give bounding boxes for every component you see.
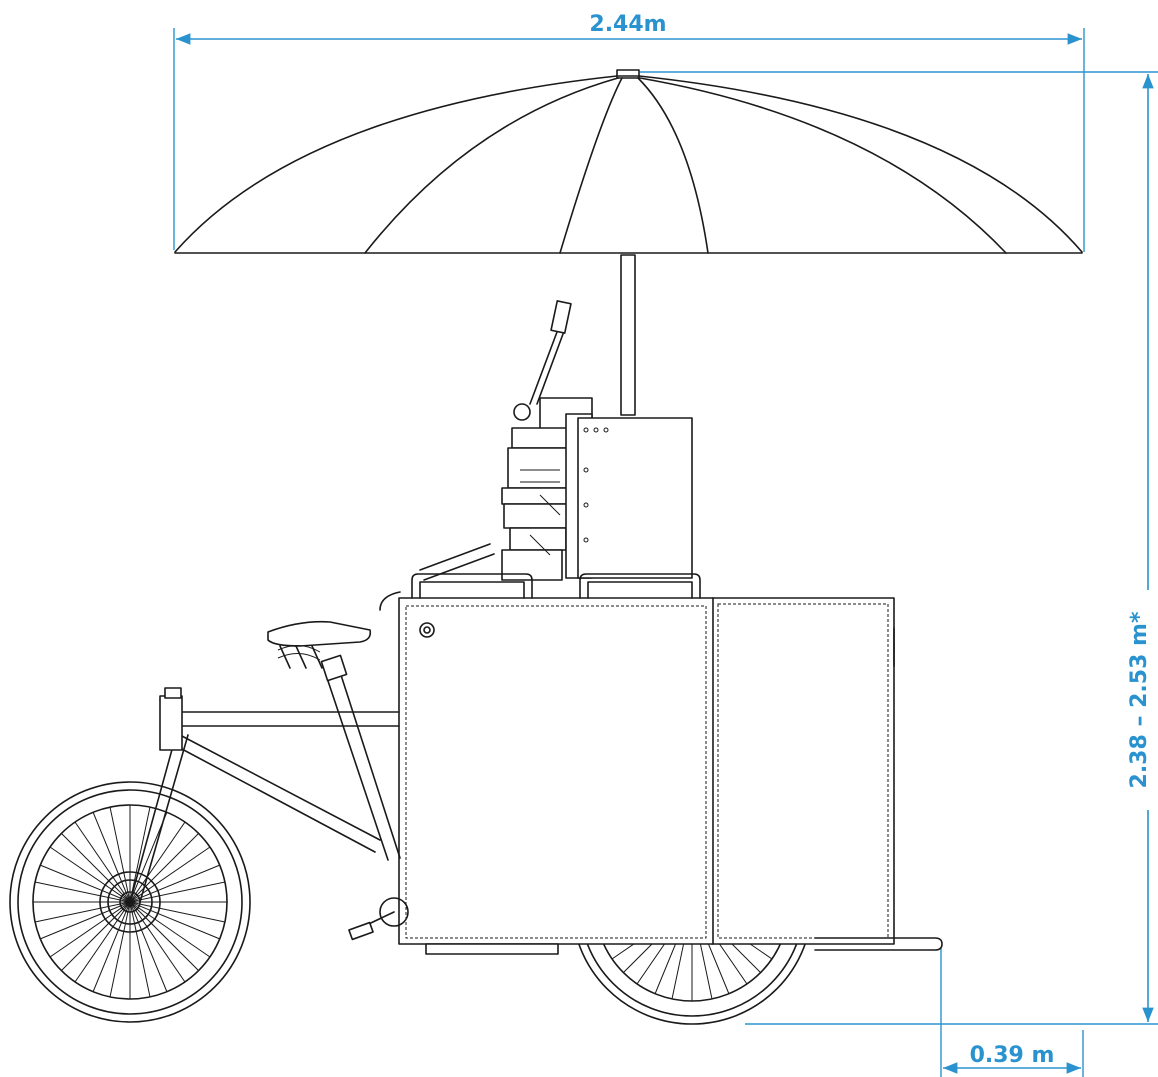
cargo-box bbox=[398, 573, 943, 955]
cargo-bike-icon bbox=[9, 543, 943, 1025]
width-label: 2.44m bbox=[589, 12, 666, 37]
dimension-lines bbox=[173, 28, 1158, 1077]
umbrella-icon bbox=[174, 69, 1083, 416]
espresso-machine-icon bbox=[501, 300, 693, 581]
overhang-label: 0.39 m bbox=[970, 1043, 1055, 1068]
height-label: 2.38 – 2.53 m* bbox=[1127, 611, 1152, 788]
bike-frame bbox=[107, 543, 495, 941]
